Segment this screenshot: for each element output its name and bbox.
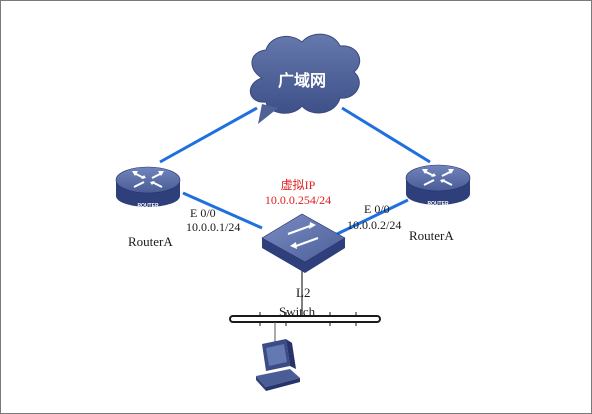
wan-link-right xyxy=(341,106,431,164)
router-right-badge: ROUTER xyxy=(427,201,449,207)
router-right-name: RouterA xyxy=(409,228,454,243)
router-right-interface: E 0/0 xyxy=(364,202,390,216)
computer-icon xyxy=(256,339,300,391)
router-left-ip: 10.0.0.1/24 xyxy=(186,220,240,234)
virtual-ip-address: 10.0.0.254/24 xyxy=(265,193,331,207)
switch-label-line1: L2 xyxy=(296,285,310,300)
router-left-name: RouterA xyxy=(128,234,173,249)
router-icon xyxy=(405,164,471,205)
wan-link-left xyxy=(159,106,258,164)
router-right-ip: 10.0.0.2/24 xyxy=(347,218,401,232)
router-left-interface: E 0/0 xyxy=(190,206,216,220)
router-icon xyxy=(115,166,181,207)
cloud-icon xyxy=(250,33,361,124)
lan-bus xyxy=(229,312,381,326)
switch-icon xyxy=(261,213,346,273)
lan-link-right xyxy=(334,198,409,237)
virtual-ip-title: 虚拟IP xyxy=(281,178,316,192)
cloud-label: 广域网 xyxy=(278,71,326,90)
lan-link-left xyxy=(182,191,263,230)
router-left-badge: ROUTER xyxy=(137,203,159,209)
